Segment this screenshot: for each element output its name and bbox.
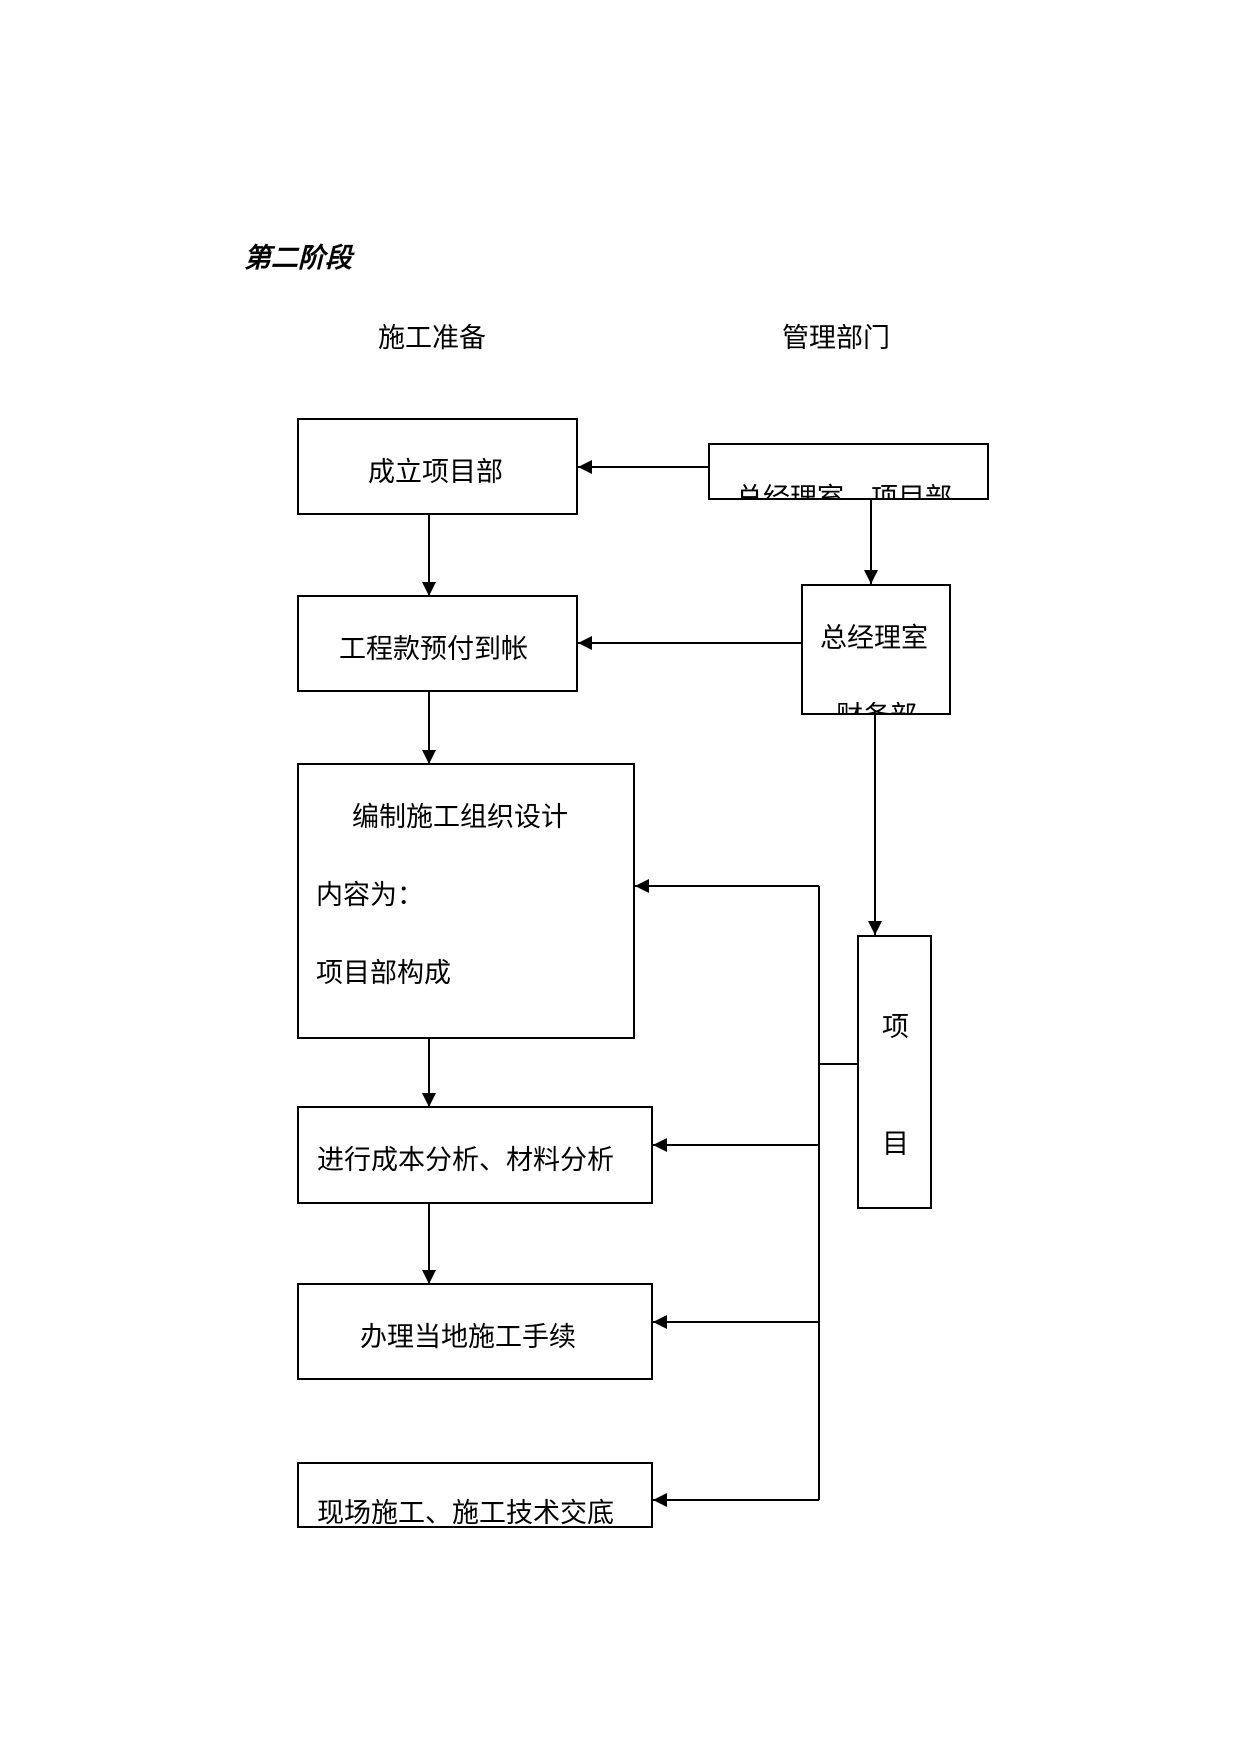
- box-label: 办理当地施工手续: [360, 1322, 576, 1353]
- box-label-line2: 财务部: [836, 694, 917, 713]
- box-local-permits: 办理当地施工手续: [297, 1283, 653, 1380]
- box-label-line2: 内容为：: [316, 880, 424, 911]
- box-label: 进行成本分析、材料分析: [317, 1145, 614, 1176]
- box-label: 总经理室、项目部: [736, 483, 952, 500]
- box-project: 项 目: [857, 935, 932, 1209]
- box-advance-payment: 工程款预付到帐: [297, 595, 578, 692]
- box-establish-project-dept: 成立项目部: [297, 418, 578, 515]
- box-label: 现场施工、施工技术交底: [317, 1498, 614, 1528]
- box-label-char1: 项: [882, 1012, 909, 1043]
- stage-title: 第二阶段: [244, 243, 352, 274]
- box-label-line1: 编制施工组织设计: [352, 802, 568, 833]
- box-label: 成立项目部: [368, 457, 503, 488]
- column-heading-construction-prep: 施工准备: [378, 323, 486, 354]
- box-site-construction-briefing: 现场施工、施工技术交底: [297, 1462, 653, 1528]
- box-label-char2: 目: [882, 1129, 909, 1160]
- box-label-line3: 项目部构成: [316, 958, 451, 989]
- box-gm-office-project-dept: 总经理室、项目部: [708, 443, 989, 500]
- box-label-line1: 总经理室: [820, 623, 928, 654]
- box-label: 工程款预付到帐: [339, 634, 528, 665]
- box-gm-office-finance: 总经理室 财务部: [801, 584, 951, 715]
- column-heading-management-dept: 管理部门: [782, 323, 890, 354]
- box-construction-org-design: 编制施工组织设计 内容为： 项目部构成: [297, 763, 635, 1039]
- box-cost-material-analysis: 进行成本分析、材料分析: [297, 1106, 653, 1204]
